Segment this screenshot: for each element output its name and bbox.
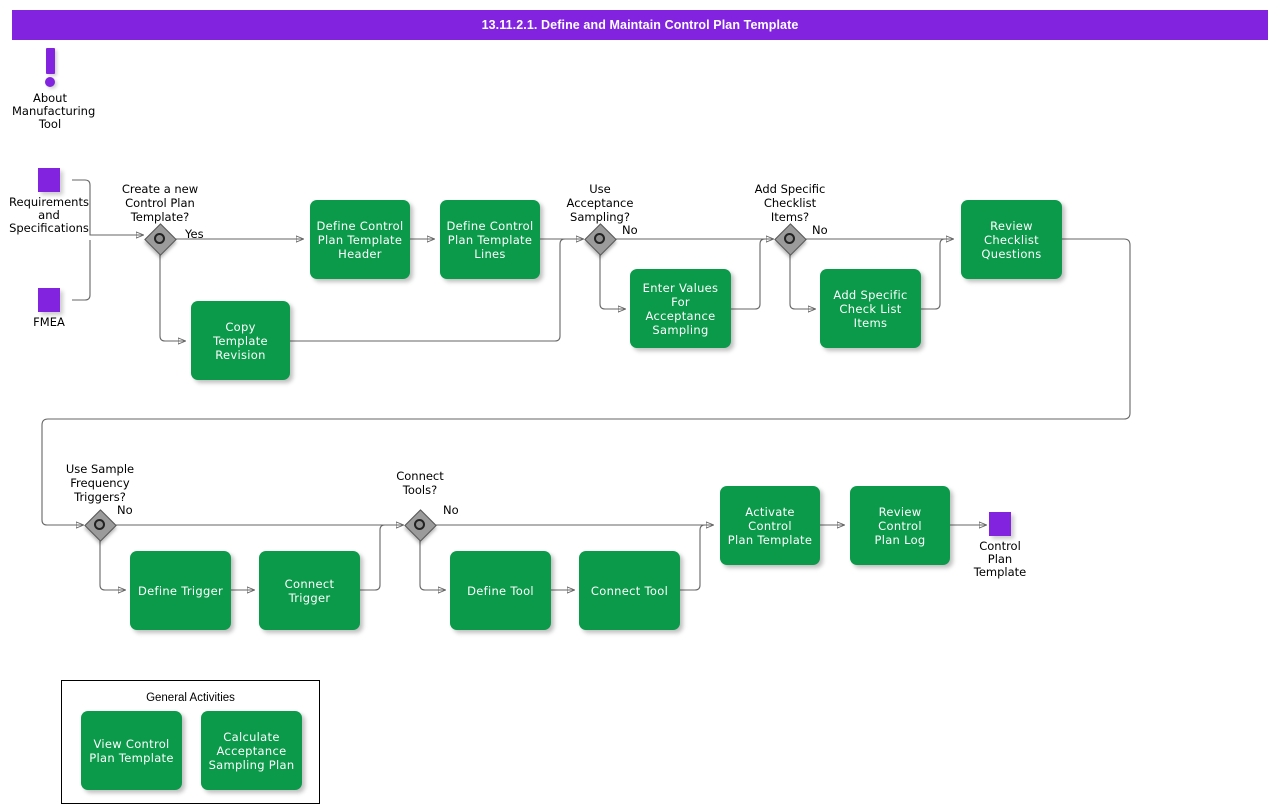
task-calculate-acceptance-sampling-plan[interactable]: Calculate Acceptance Sampling Plan: [201, 711, 302, 790]
gateway-ring-icon: [594, 233, 605, 244]
data-object-icon: [38, 168, 60, 192]
task-activate-control-plan-template[interactable]: Activate Control Plan Template: [720, 486, 820, 565]
gateway-ring-icon: [154, 233, 165, 244]
gateway-create-new-label: Create a new Control Plan Template?: [121, 182, 199, 224]
branch-label-acceptance-sampling-no: No: [622, 223, 638, 237]
about-marker-label: About Manufacturing Tool: [12, 91, 96, 131]
branch-label-connect-tools-no: No: [443, 503, 459, 517]
gateway-sample-frequency-label: Use Sample Frequency Triggers?: [65, 462, 135, 504]
general-activities-group: General Activities View Control Plan Tem…: [61, 680, 320, 804]
task-define-control-plan-template-header[interactable]: Define Control Plan Template Header: [310, 200, 410, 279]
task-connect-tool[interactable]: Connect Tool: [579, 551, 680, 630]
gateway-create-new-control-plan-template[interactable]: [144, 223, 177, 256]
data-object-icon: [38, 288, 60, 312]
task-copy-template-revision[interactable]: Copy Template Revision: [191, 301, 290, 380]
gateway-acceptance-sampling-label: Use Acceptance Sampling?: [566, 182, 634, 224]
gateway-connect-tools[interactable]: [404, 509, 437, 542]
branch-label-checklist-items-no: No: [812, 223, 828, 237]
exclamation-dot-icon: [45, 77, 55, 87]
gateway-ring-icon: [94, 519, 105, 530]
gateway-use-acceptance-sampling[interactable]: [584, 223, 617, 256]
page-title: 13.11.2.1. Define and Maintain Control P…: [12, 10, 1268, 40]
task-review-checklist-questions[interactable]: Review Checklist Questions: [961, 200, 1062, 279]
gateway-ring-icon: [784, 233, 795, 244]
task-connect-trigger[interactable]: Connect Trigger: [259, 551, 360, 630]
data-object-fmea[interactable]: FMEA: [33, 288, 65, 329]
gateway-checklist-items-label: Add Specific Checklist Items?: [754, 182, 826, 224]
task-define-control-plan-template-lines[interactable]: Define Control Plan Template Lines: [440, 200, 540, 279]
task-review-control-plan-log[interactable]: Review Control Plan Log: [850, 486, 950, 565]
task-view-control-plan-template[interactable]: View Control Plan Template: [81, 711, 182, 790]
task-add-specific-check-list-items[interactable]: Add Specific Check List Items: [820, 269, 921, 348]
branch-label-create-new-yes: Yes: [185, 227, 204, 241]
exclamation-icon: [45, 48, 55, 74]
data-object-control-plan-template-label: Control Plan Template: [973, 539, 1027, 579]
data-object-requirements[interactable]: Requirements and Specifications: [9, 168, 89, 235]
data-object-fmea-label: FMEA: [33, 315, 65, 329]
data-object-requirements-label: Requirements and Specifications: [9, 195, 89, 235]
task-enter-values-for-acceptance-sampling[interactable]: Enter Values For Acceptance Sampling: [630, 269, 731, 348]
task-define-tool[interactable]: Define Tool: [450, 551, 551, 630]
data-object-control-plan-template[interactable]: Control Plan Template: [974, 512, 1026, 579]
gateway-ring-icon: [414, 519, 425, 530]
data-object-icon: [989, 512, 1011, 536]
about-manufacturing-tool-marker[interactable]: About Manufacturing Tool: [12, 48, 96, 131]
task-define-trigger[interactable]: Define Trigger: [130, 551, 231, 630]
gateway-connect-tools-label: Connect Tools?: [396, 469, 444, 497]
gateway-use-sample-frequency-triggers[interactable]: [84, 509, 117, 542]
general-activities-title: General Activities: [146, 692, 235, 704]
branch-label-sample-frequency-no: No: [117, 503, 133, 517]
gateway-add-specific-checklist-items[interactable]: [774, 223, 807, 256]
